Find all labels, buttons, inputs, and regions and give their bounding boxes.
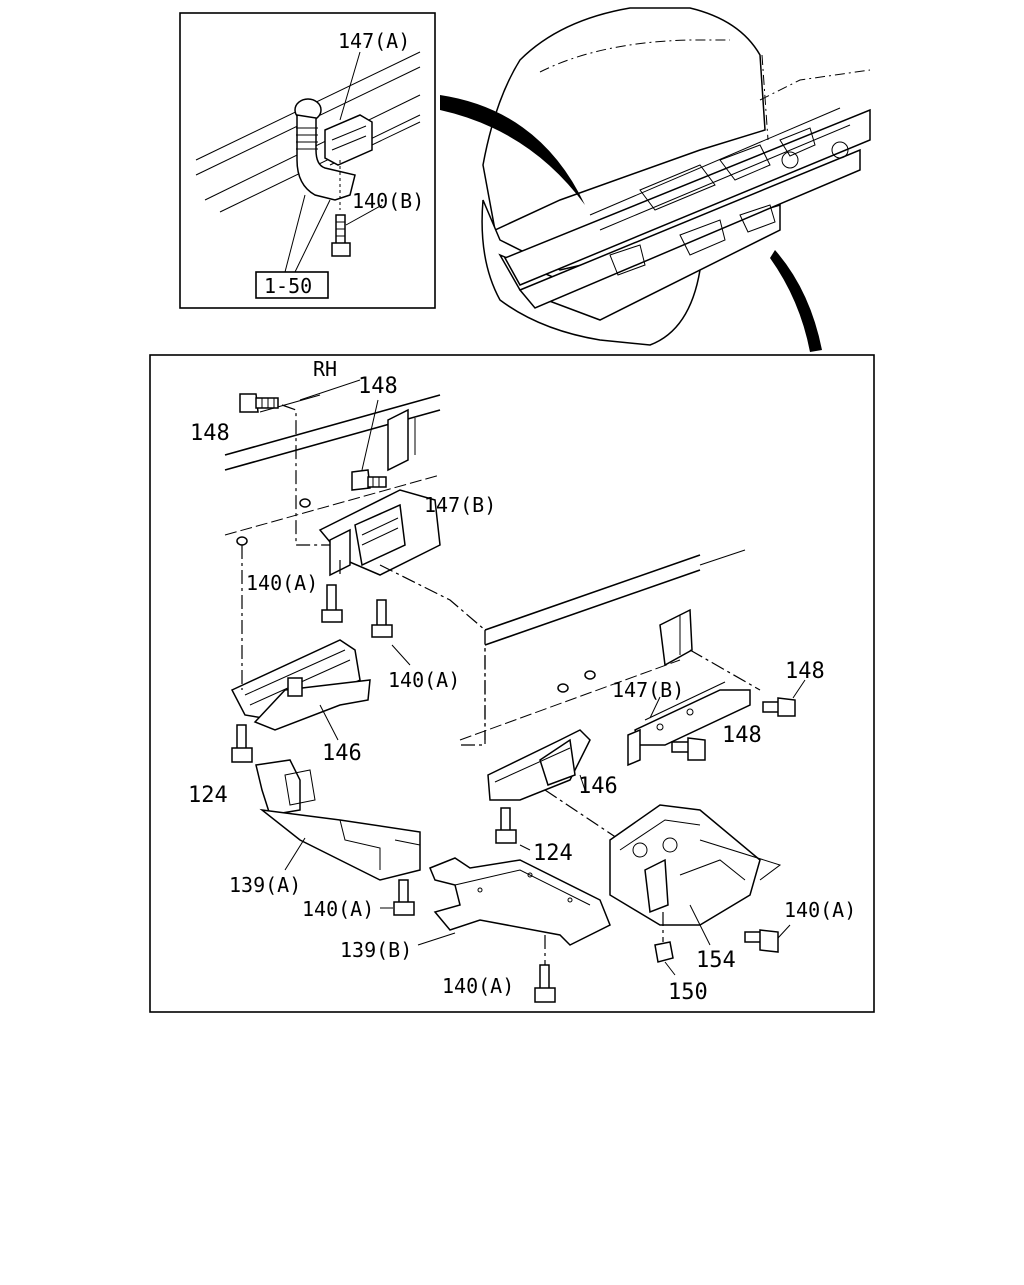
frame-rail-left [224,379,441,546]
bracket-146-left [230,639,371,731]
bracket-146-right [487,729,591,801]
label-147b-right: 147(B) [612,678,684,702]
label-140a-bottom: 140(A) [442,974,514,998]
bolt-140a-under-139a [393,879,415,916]
bolt-140a-left-2 [371,599,393,638]
bolt-124-right [495,807,517,844]
label-139a: 139(A) [229,873,301,897]
label-139b: 139(B) [340,938,412,962]
label-148-top-left: 148 [190,421,230,446]
bolt-148-right-mid [671,737,706,761]
label-140a-mid: 140(A) [388,668,460,692]
label-154: 154 [696,948,736,973]
label-140b-inset: 140(B) [352,189,424,213]
bolt-148-top-center [351,469,387,491]
label-140a-right: 140(A) [784,898,856,922]
truck-overview [481,7,871,346]
bolt-140a-bottom [534,964,556,1003]
bracket-147b-left [318,489,441,577]
label-148-top-center: 148 [358,374,398,399]
label-147b-left: 147(B) [424,493,496,517]
label-146-left: 146 [322,741,362,766]
support-154 [609,804,782,926]
main-frame [149,354,875,1013]
bolt-124-left [231,724,253,763]
label-140a-under-139a: 140(A) [302,897,374,921]
inset-panel: 147(A) 140(B) 1-50 [179,12,436,309]
label-124-right: 124 [533,841,573,866]
side-marker-rh: RH [313,357,337,381]
bolt-148-right-top [762,697,796,717]
label-148-right-top: 148 [785,659,825,684]
callout-arrow-main [770,250,822,352]
label-ref-box: 1-50 [264,274,312,298]
label-150: 150 [668,980,708,1005]
bolt-148-top-left [239,393,279,413]
main-panel: RH [149,354,875,1013]
ref-box [255,271,329,299]
skid-plate-139b [429,857,611,946]
label-146-right: 146 [578,774,618,799]
cover-139a [255,759,421,881]
frame-rail-right [459,549,746,741]
inset-frame [179,12,436,309]
label-124-left: 124 [188,783,228,808]
bolt-140a-left-1 [321,584,343,623]
label-140a-left: 140(A) [246,571,318,595]
callout-arrow-inset [440,95,585,205]
exhaust-hanger-assembly [294,98,373,201]
label-147a: 147(A) [338,29,410,53]
bolt-140a-right [744,929,779,953]
bolt-140b [331,214,351,257]
nut-150 [654,941,674,963]
label-148-right-mid: 148 [722,723,762,748]
bracket-147b-right [627,681,751,767]
